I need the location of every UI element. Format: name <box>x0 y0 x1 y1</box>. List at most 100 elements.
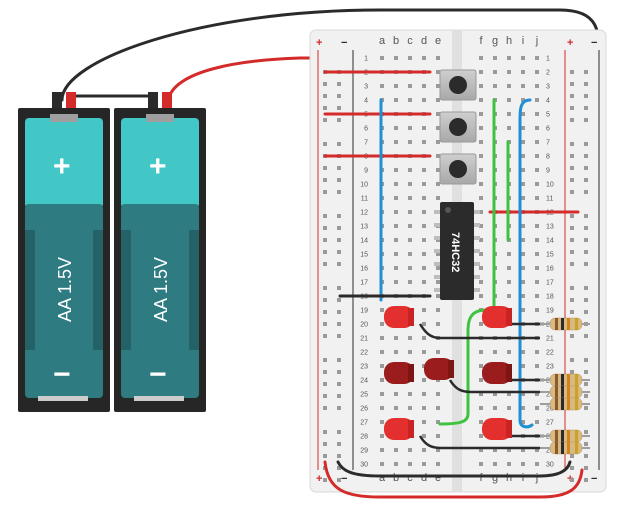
breadboard-hole <box>436 280 440 284</box>
rail-hole <box>584 430 588 434</box>
rail-hole <box>584 238 588 242</box>
breadboard-hole <box>535 392 539 396</box>
breadboard-hole <box>507 462 511 466</box>
column-label: a <box>379 472 386 484</box>
rail-left-plus-label-top: + <box>316 37 322 49</box>
battery-2-minus: − <box>149 358 167 391</box>
breadboard-hole <box>408 126 412 130</box>
breadboard-hole <box>507 392 511 396</box>
pushbutton-1[interactable] <box>439 69 477 101</box>
resistor[interactable] <box>540 385 590 399</box>
breadboard-hole <box>479 448 483 452</box>
breadboard-hole <box>394 98 398 102</box>
column-label: j <box>535 472 538 484</box>
row-label-right: 21 <box>546 336 554 343</box>
breadboard-hole <box>394 182 398 186</box>
breadboard-hole <box>394 406 398 410</box>
breadboard-hole <box>380 392 384 396</box>
rail-hole <box>337 358 341 362</box>
pushbutton-2[interactable] <box>439 111 477 143</box>
breadboard-hole <box>436 140 440 144</box>
rail-hole <box>570 358 574 362</box>
breadboard-hole <box>507 252 511 256</box>
breadboard-hole <box>535 140 539 144</box>
battery-1[interactable]: + AA 1.5V − <box>18 92 110 412</box>
breadboard-hole <box>521 280 525 284</box>
led-6[interactable] <box>384 418 414 440</box>
breadboard-hole <box>436 196 440 200</box>
rail-hole <box>584 298 588 302</box>
breadboard-hole <box>479 168 483 172</box>
row-label-left: 14 <box>360 238 368 245</box>
rail-hole <box>570 154 574 158</box>
breadboard-hole <box>535 252 539 256</box>
led-2[interactable] <box>482 306 512 328</box>
breadboard-hole <box>535 364 539 368</box>
breadboard-hole <box>521 392 525 396</box>
row-label-left: 19 <box>360 308 368 315</box>
led-4[interactable] <box>424 358 454 380</box>
breadboard-hole <box>422 238 426 242</box>
breadboard-hole <box>479 294 483 298</box>
breadboard-hole <box>422 140 426 144</box>
resistor[interactable] <box>540 397 590 411</box>
rail-hole <box>323 106 327 110</box>
row-label-right: 27 <box>546 420 554 427</box>
rail-hole <box>570 466 574 470</box>
resistor[interactable] <box>540 429 590 443</box>
rail-hole <box>570 214 574 218</box>
column-label: g <box>492 35 498 47</box>
breadboard-hole <box>408 56 412 60</box>
breadboard-hole <box>521 182 525 186</box>
breadboard-hole <box>436 448 440 452</box>
rail-hole <box>570 370 574 374</box>
breadboard-hole <box>422 126 426 130</box>
led-3[interactable] <box>384 362 414 384</box>
row-label-left: 27 <box>360 420 368 427</box>
breadboard-hole <box>436 252 440 256</box>
rail-hole <box>570 262 574 266</box>
breadboard-hole <box>408 238 412 242</box>
breadboard-hole <box>493 392 497 396</box>
breadboard-hole <box>507 280 511 284</box>
rail-hole <box>323 334 327 338</box>
breadboard-hole <box>408 224 412 228</box>
rail-hole <box>323 394 327 398</box>
row-label-left: 13 <box>360 224 368 231</box>
chip-pin <box>472 210 480 214</box>
rail-hole <box>323 478 327 482</box>
breadboard-hole <box>535 350 539 354</box>
rail-hole <box>323 226 327 230</box>
breadboard-hole <box>422 252 426 256</box>
led-1[interactable] <box>384 306 414 328</box>
chip-label: 74HC32 <box>449 232 461 272</box>
wire-blue-right <box>518 98 534 429</box>
led-7[interactable] <box>482 418 512 440</box>
resistor[interactable] <box>540 373 590 387</box>
breadboard-hole <box>535 448 539 452</box>
rail-hole <box>570 190 574 194</box>
rail-hole <box>570 82 574 86</box>
breadboard-hole <box>479 196 483 200</box>
pushbutton-3[interactable] <box>439 153 477 185</box>
rail-hole <box>337 262 341 266</box>
rail-hole <box>337 370 341 374</box>
resistor[interactable] <box>540 317 590 331</box>
battery-2[interactable]: + AA 1.5V − <box>114 92 206 412</box>
resistor[interactable] <box>540 441 590 455</box>
breadboard-hole <box>521 56 525 60</box>
column-label: c <box>407 35 413 47</box>
breadboard-hole <box>380 56 384 60</box>
row-label-left: 23 <box>360 364 368 371</box>
rail-hole <box>570 106 574 110</box>
rail-hole <box>323 454 327 458</box>
rail-hole <box>337 466 341 470</box>
chip-pin <box>434 223 442 227</box>
breadboard-hole <box>521 350 525 354</box>
row-label-left: 1 <box>364 56 368 63</box>
led-5[interactable] <box>482 362 512 384</box>
rail-hole <box>584 382 588 386</box>
battery-1-minus: − <box>53 358 71 391</box>
breadboard-hole <box>422 350 426 354</box>
row-label-right: 5 <box>546 112 550 119</box>
